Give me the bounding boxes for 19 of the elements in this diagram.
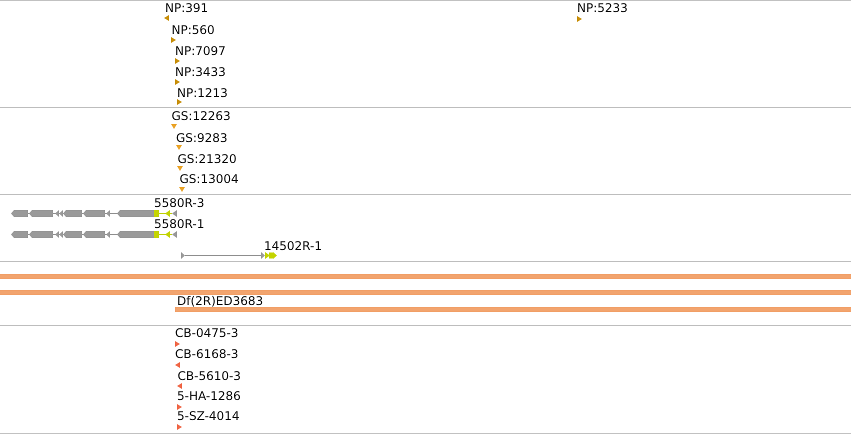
feature-label: CB-6168-3 xyxy=(175,348,238,361)
feature-label: GS:9283 xyxy=(176,132,228,145)
feature-label: NP:7097 xyxy=(175,44,226,58)
feature-label: 5-SZ-4014 xyxy=(177,410,240,423)
feature-label: 5-HA-1286 xyxy=(177,390,241,402)
feature-label: NP:391 xyxy=(165,2,208,15)
feature-label: NP:3433 xyxy=(175,66,226,78)
feature-label: 14502R-1 xyxy=(264,240,322,252)
feature-label: GS:12263 xyxy=(172,110,231,123)
feature-label: NP:5233 xyxy=(577,2,628,15)
feature-label: NP:1213 xyxy=(177,86,228,100)
feature-label: CB-0475-3 xyxy=(175,327,238,340)
feature-label: Df(2R)ED3683 xyxy=(177,295,264,308)
feature-label: GS:21320 xyxy=(178,153,237,166)
feature-label: NP:560 xyxy=(172,24,215,36)
feature-label: CB-5610-3 xyxy=(178,370,241,382)
feature-label: 5580R-1 xyxy=(154,218,204,231)
feature-label: 5580R-3 xyxy=(154,197,204,210)
feature-label: GS:13004 xyxy=(180,173,239,186)
